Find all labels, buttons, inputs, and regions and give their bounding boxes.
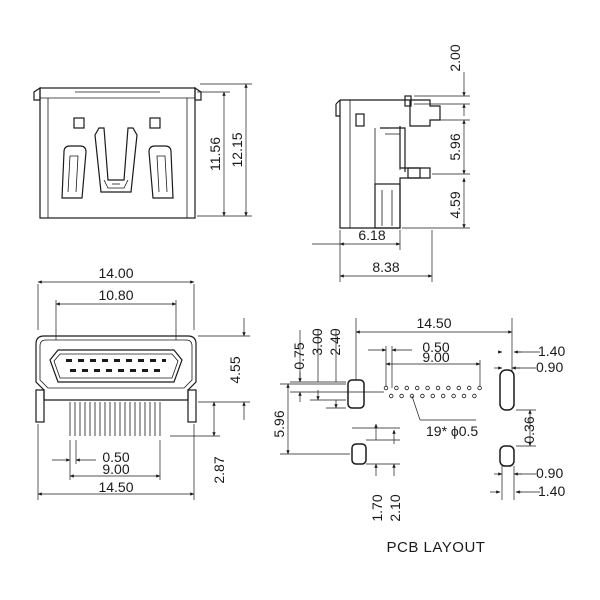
- front-right-tab: [194, 86, 202, 101]
- pcb-left-upper-pad: [347, 379, 365, 409]
- bottom-span-label: 9.00: [102, 461, 129, 477]
- pcb-span-label: 9.00: [422, 349, 449, 365]
- side-lower-pitch-label: 4.59: [447, 191, 463, 218]
- pcb-hole: [404, 385, 409, 391]
- bottom-left-tab: [35, 389, 45, 423]
- side-lower-block: [374, 183, 401, 229]
- pcb-hole: [451, 393, 456, 399]
- bottom-width-inner-label: 10.80: [98, 287, 133, 303]
- side-upper-pitch-label: 5.96: [447, 133, 463, 160]
- pcb-pad-width-bottom-label: 1.40: [538, 483, 565, 499]
- pcb-lower-b-label: 2.10: [387, 494, 403, 521]
- pcb-hole: [383, 385, 389, 391]
- pcb-offset-label: 0.36: [521, 416, 537, 443]
- side-bottom-pin: [407, 167, 421, 179]
- pcb-dim-240-label: 2.40: [327, 328, 343, 355]
- bottom-receptacle: [49, 349, 183, 383]
- side-depth-long-label: 8.38: [372, 259, 399, 275]
- pcb-hole: [425, 385, 430, 391]
- bottom-tail-label: 2.87: [211, 456, 227, 483]
- pcb-dim-075-label: 0.75: [291, 342, 307, 369]
- bottom-right-tab: [187, 389, 197, 423]
- bottom-shell: [35, 335, 197, 401]
- pcb-hole: [394, 385, 399, 391]
- pcb-hole: [467, 385, 472, 391]
- bottom-pitch-label: 0.50: [102, 449, 129, 465]
- front-view: 11.56 12.15: [33, 83, 252, 219]
- pcb-pad-slot-bottom-label: 0.90: [536, 465, 563, 481]
- front-left-latch: [61, 145, 87, 199]
- pcb-hole: [477, 385, 482, 391]
- pcb-holes-label: 19* ϕ0.5: [426, 423, 478, 439]
- pcb-height-label: 5.96: [271, 410, 287, 437]
- pcb-holes: [383, 385, 482, 399]
- pcb-right-upper-pad: [499, 369, 515, 411]
- pcb-left-lower-pad: [351, 443, 367, 465]
- pcb-hole: [430, 393, 435, 399]
- front-right-window: [149, 117, 161, 129]
- front-left-window: [73, 117, 85, 129]
- pcb-hole: [435, 385, 441, 391]
- pcb-layout: 14.50 0.50 9.00 0.75 3.00 2.40: [271, 315, 565, 556]
- front-height-inner-label: 11.56: [207, 137, 223, 171]
- side-top-offset-label: 2.00: [447, 44, 463, 71]
- pcb-width-label: 14.50: [416, 315, 451, 331]
- pcb-hole: [456, 385, 461, 391]
- pcb-pitch-label: 0.50: [422, 339, 449, 355]
- front-center-contact: [94, 127, 138, 193]
- lower-contact-row: [70, 369, 160, 372]
- side-window: [355, 113, 365, 127]
- front-body: [39, 87, 196, 219]
- pcb-hole: [461, 393, 467, 399]
- bottom-pins: [69, 402, 161, 436]
- bottom-width-label: 14.50: [98, 479, 133, 495]
- bottom-view: 14.00 10.80: [35, 265, 250, 500]
- side-depth-short-label: 6.18: [358, 227, 385, 243]
- side-body: [339, 100, 431, 229]
- front-right-latch: [148, 145, 174, 199]
- pcb-hole: [472, 393, 477, 399]
- pcb-hole: [446, 385, 451, 391]
- bottom-width-top-label: 14.00: [98, 265, 133, 281]
- front-height-outer-label: 12.15: [229, 132, 245, 167]
- pcb-hole: [399, 393, 404, 399]
- pcb-pad-slot-top-label: 0.90: [536, 359, 563, 375]
- pcb-caption: PCB LAYOUT: [387, 539, 486, 556]
- front-left-tab: [33, 86, 41, 101]
- side-lip: [335, 99, 341, 117]
- side-view: 2.00 5.96 4.59 6.18 8.38: [312, 44, 470, 282]
- bottom-height-label: 4.55: [227, 356, 243, 383]
- pcb-hole: [420, 393, 425, 399]
- pcb-pad-width-top-label: 1.40: [538, 343, 565, 359]
- pcb-hole: [441, 393, 446, 399]
- side-top-pin: [404, 95, 412, 107]
- upper-contact-row: [66, 359, 166, 362]
- pcb-hole: [415, 385, 420, 391]
- pcb-lower-a-label: 1.70: [369, 494, 385, 521]
- pcb-dim-300-label: 3.00: [309, 328, 325, 355]
- pcb-hole: [389, 393, 394, 399]
- pcb-right-lower-pad: [499, 445, 515, 467]
